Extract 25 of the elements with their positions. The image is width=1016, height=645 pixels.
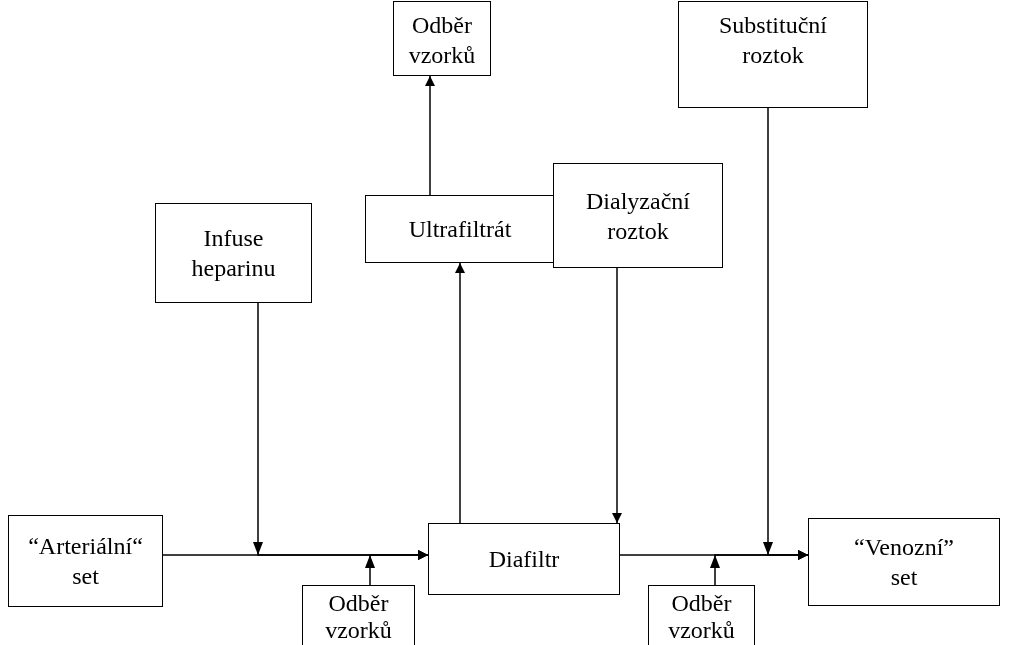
process-box	[648, 585, 755, 645]
arrow	[455, 262, 465, 524]
process-box	[428, 523, 620, 595]
arrow	[365, 550, 429, 586]
box-label: Infuse heparinu	[190, 224, 277, 283]
box-label: Odběr vzorků	[667, 590, 736, 644]
box-label: Diafiltr	[488, 545, 560, 574]
box-label: Ultrafiltrát	[408, 215, 512, 244]
box-label: Odběr vzorků	[324, 590, 393, 644]
box-label: Odběr vzorků	[407, 11, 477, 70]
process-box	[393, 1, 491, 76]
process-box	[553, 163, 723, 268]
arrow	[425, 75, 435, 196]
process-box	[808, 518, 1000, 606]
arrow	[710, 550, 809, 586]
box-label: Dialyzační roztok	[585, 186, 691, 246]
process-box	[302, 585, 415, 645]
process-box	[678, 1, 868, 108]
box-label: “Venozní” set	[853, 533, 955, 592]
process-box	[155, 203, 312, 303]
process-box	[365, 195, 555, 263]
process-box	[8, 515, 163, 607]
box-label: Substituční roztok	[718, 11, 828, 70]
box-label: “Arteriální“ set	[27, 532, 144, 591]
arrow	[612, 267, 622, 524]
